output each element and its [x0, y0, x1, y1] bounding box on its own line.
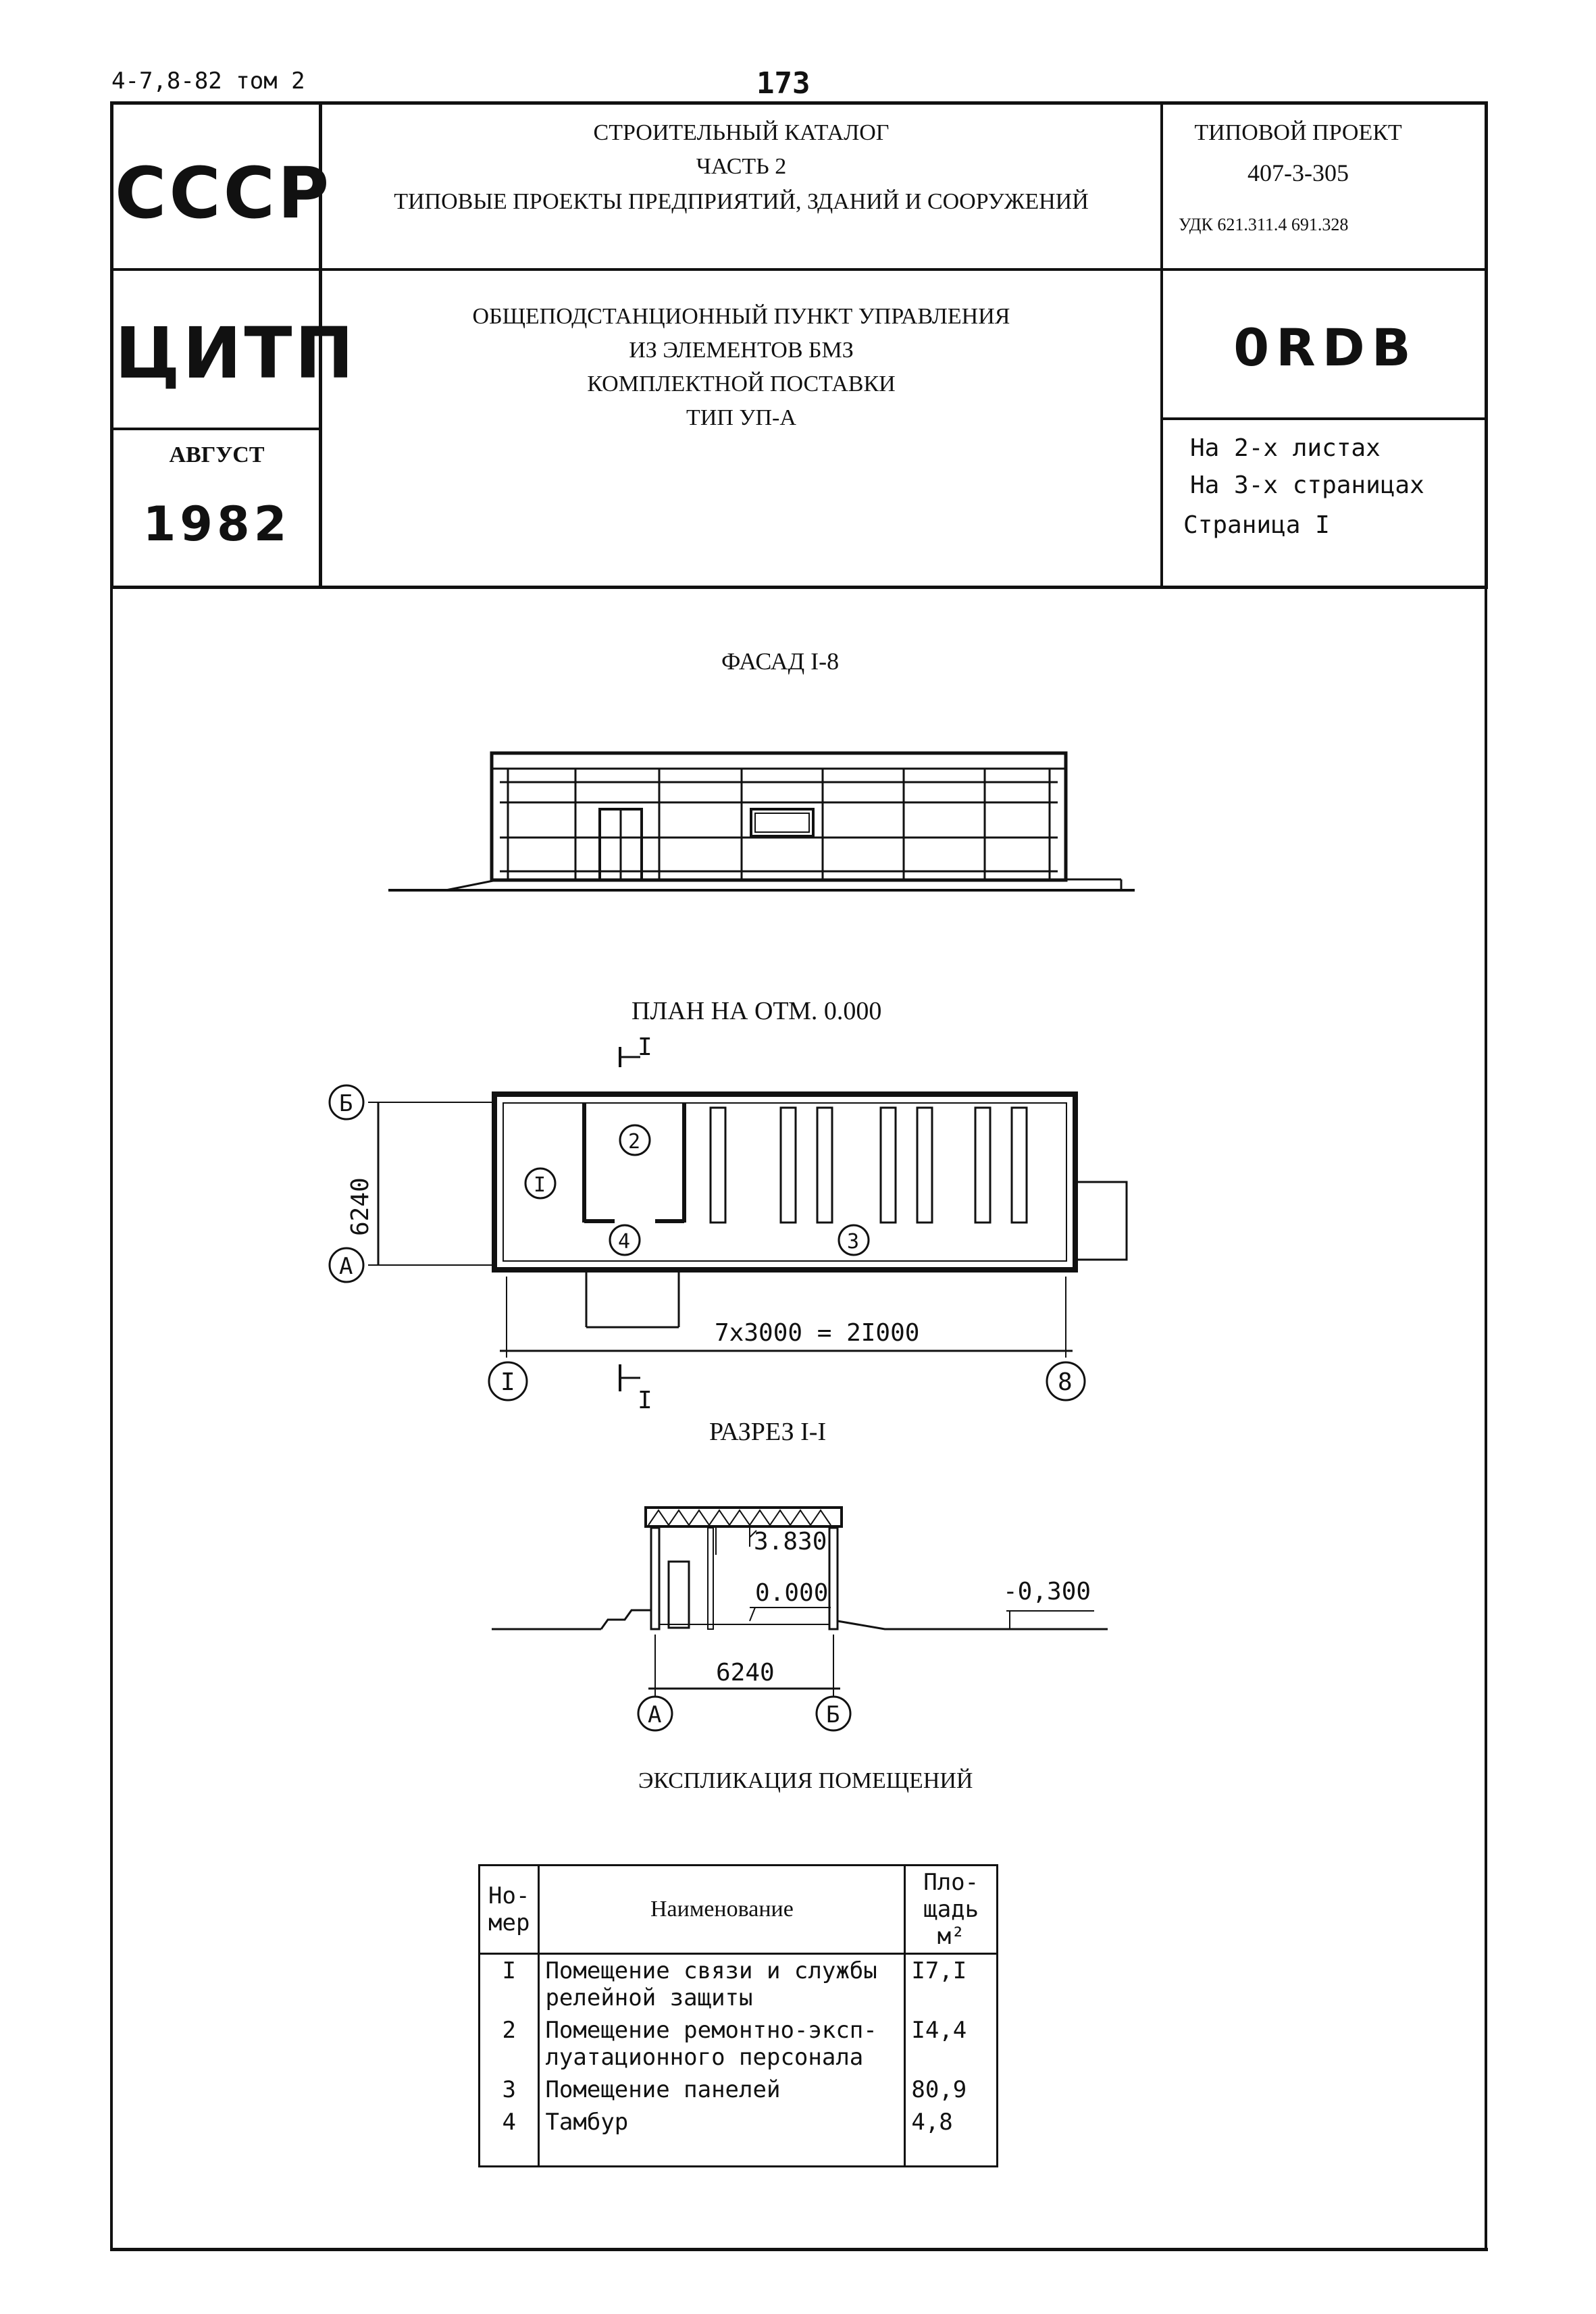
org-citp: ЦИТП	[115, 312, 357, 394]
object-title-line-2: ИЗ ЭЛЕМЕНТОВ БМЗ	[629, 338, 854, 363]
room-label-1: I	[534, 1173, 546, 1197]
object-title-line-1: ОБЩЕПОДСТАНЦИОННЫЙ ПУНКТ УПРАВЛЕНИЯ	[472, 304, 1010, 329]
section-dimension: 6240	[716, 1659, 775, 1687]
header-area: Пло- щадь м²	[904, 1864, 998, 1955]
room-label-3: 3	[847, 1230, 859, 1254]
catalog-title-line-3: ТИПОВЫЕ ПРОЕКТЫ ПРЕДПРИЯТИЙ, ЗДАНИЙ И СО…	[394, 189, 1089, 214]
plan-dimension-length: 7x3000 = 2I000	[715, 1319, 919, 1347]
row-area: 80,9	[904, 2074, 998, 2106]
pages-count: На 3-х страницах	[1190, 471, 1424, 499]
plan-drawing: I 6240 Б А 7x3000 = 2I000 I 8 I 2 3 4 I	[328, 1033, 1128, 1414]
section-axis-a: А	[648, 1701, 661, 1728]
section-floor-mark: 0.000	[755, 1579, 828, 1607]
catalog-title-line-2: ЧАСТЬ 2	[696, 154, 787, 179]
facade-title: ФАСАД I-8	[721, 648, 840, 675]
axis-label-b: Б	[339, 1090, 353, 1117]
object-title-line-4: ТИП УП-А	[686, 405, 796, 430]
axis-label-a: А	[339, 1253, 353, 1280]
header-name: Наименование	[538, 1864, 906, 1955]
row-name: Помещение ремонтно-эксп-луатационного пе…	[538, 2014, 906, 2074]
explication-title: ЭКСПЛИКАЦИЯ ПОМЕЩЕНИЙ	[638, 1768, 973, 1793]
plan-dimension-width: 6240	[346, 1177, 374, 1236]
section-height-mark: 3.830	[754, 1528, 827, 1555]
axis-label-8: 8	[1058, 1368, 1073, 1396]
header-number: Но- мер	[478, 1864, 540, 1955]
section-axis-b: Б	[826, 1701, 840, 1728]
table-row: 2 Помещение ремонтно-эксп-луатационного …	[478, 2014, 998, 2074]
row-name: Помещение связи и службы релейной защиты	[538, 1953, 906, 2014]
row-name: Тамбур	[538, 2106, 906, 2167]
section-ground-mark: -0,300	[1003, 1578, 1091, 1605]
current-page: Страница I	[1183, 511, 1330, 539]
row-area: I7,I	[904, 1953, 998, 2014]
row-area: 4,8	[904, 2106, 998, 2167]
org-ussr: СССР	[115, 152, 332, 234]
section-mark-bottom: I	[638, 1387, 652, 1414]
table-row: 3 Помещение панелей 80,9	[478, 2074, 998, 2106]
document-reference: 4-7,8-82 том 2	[111, 68, 305, 95]
row-number: 4	[478, 2106, 540, 2167]
document-code: 0RDB	[1233, 317, 1418, 378]
publication-year: 1982	[143, 496, 291, 552]
axis-label-1: I	[500, 1368, 515, 1396]
object-title-line-3: КОМПЛЕКТНОЙ ПОСТАВКИ	[587, 371, 896, 396]
row-area: I4,4	[904, 2014, 998, 2074]
facade-drawing	[388, 751, 1135, 892]
project-label: ТИПОВОЙ ПРОЕКТ	[1194, 120, 1402, 145]
row-number: I	[478, 1953, 540, 2014]
room-label-4: 4	[618, 1230, 630, 1254]
table-row: 4 Тамбур 4,8	[478, 2106, 998, 2167]
row-number: 3	[478, 2074, 540, 2106]
explication-table: Но- мер Наименование Пло- щадь м² I Поме…	[478, 1864, 998, 2167]
section-title: РАЗРЕЗ I-I	[709, 1418, 827, 1446]
udk-code: УДК 621.311.4 691.328	[1179, 215, 1349, 234]
row-name: Помещение панелей	[538, 2074, 906, 2106]
catalog-title-line-1: СТРОИТЕЛЬНЫЙ КАТАЛОГ	[593, 120, 890, 145]
section-mark-top: I	[638, 1033, 652, 1061]
page-number: 173	[756, 66, 810, 101]
row-number: 2	[478, 2014, 540, 2074]
room-label-2: 2	[628, 1130, 640, 1154]
sheets-count: На 2-х листах	[1190, 434, 1381, 462]
publication-month: АВГУСТ	[169, 442, 265, 467]
plan-title: ПЛАН НА ОТМ. 0.000	[632, 997, 882, 1025]
project-number: 407-3-305	[1247, 159, 1349, 186]
table-row: I Помещение связи и службы релейной защи…	[478, 1953, 998, 2014]
section-drawing: 3.830 0.000 -0,300 6240 А Б	[492, 1506, 1108, 1732]
